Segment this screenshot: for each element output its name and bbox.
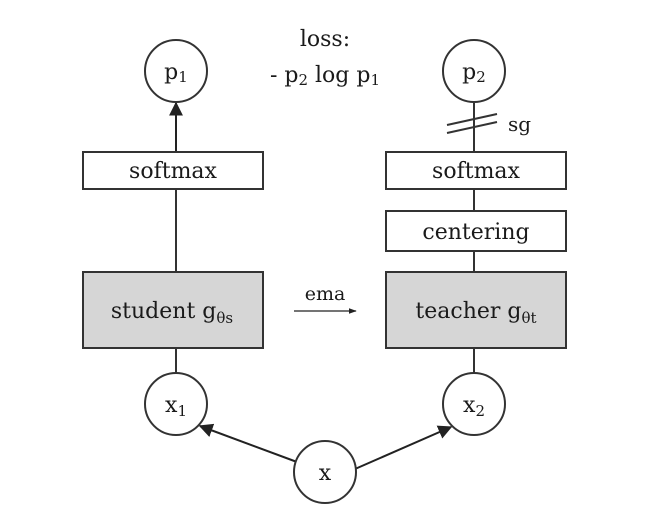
teacher-network-box <box>385 271 567 349</box>
teacher-input-node <box>442 372 506 436</box>
student-output-node <box>144 39 208 103</box>
student-softmax-box <box>82 151 264 190</box>
stop-gradient-label: sg <box>508 112 531 136</box>
student-input-label: x1 <box>165 393 187 420</box>
student-output-label: p1 <box>164 60 188 86</box>
student-network-label: student gθs <box>111 299 233 327</box>
ema-label: ema <box>305 283 346 305</box>
teacher-network-label: teacher gθt <box>415 299 536 327</box>
teacher-output-label: p2 <box>462 60 486 86</box>
student-network-box <box>82 271 264 349</box>
student-input-node <box>144 372 208 436</box>
teacher-centering-label: centering <box>422 220 529 245</box>
loss-formula: - p2 log p1 <box>270 63 380 89</box>
stop-gradient-mark <box>446 113 498 134</box>
source-input-label: x <box>319 461 332 486</box>
teacher-softmax-box <box>385 151 567 190</box>
teacher-output-node <box>442 39 506 103</box>
teacher-softmax-label: softmax <box>432 159 520 184</box>
teacher-input-label: x2 <box>463 393 485 420</box>
loss-title: loss: <box>300 27 350 52</box>
source-to-x2-arrow <box>354 425 453 470</box>
student-softmax-label: softmax <box>129 159 217 184</box>
source-to-x1-arrow <box>198 423 298 463</box>
teacher-centering-box <box>385 210 567 252</box>
source-input-node <box>293 440 357 504</box>
